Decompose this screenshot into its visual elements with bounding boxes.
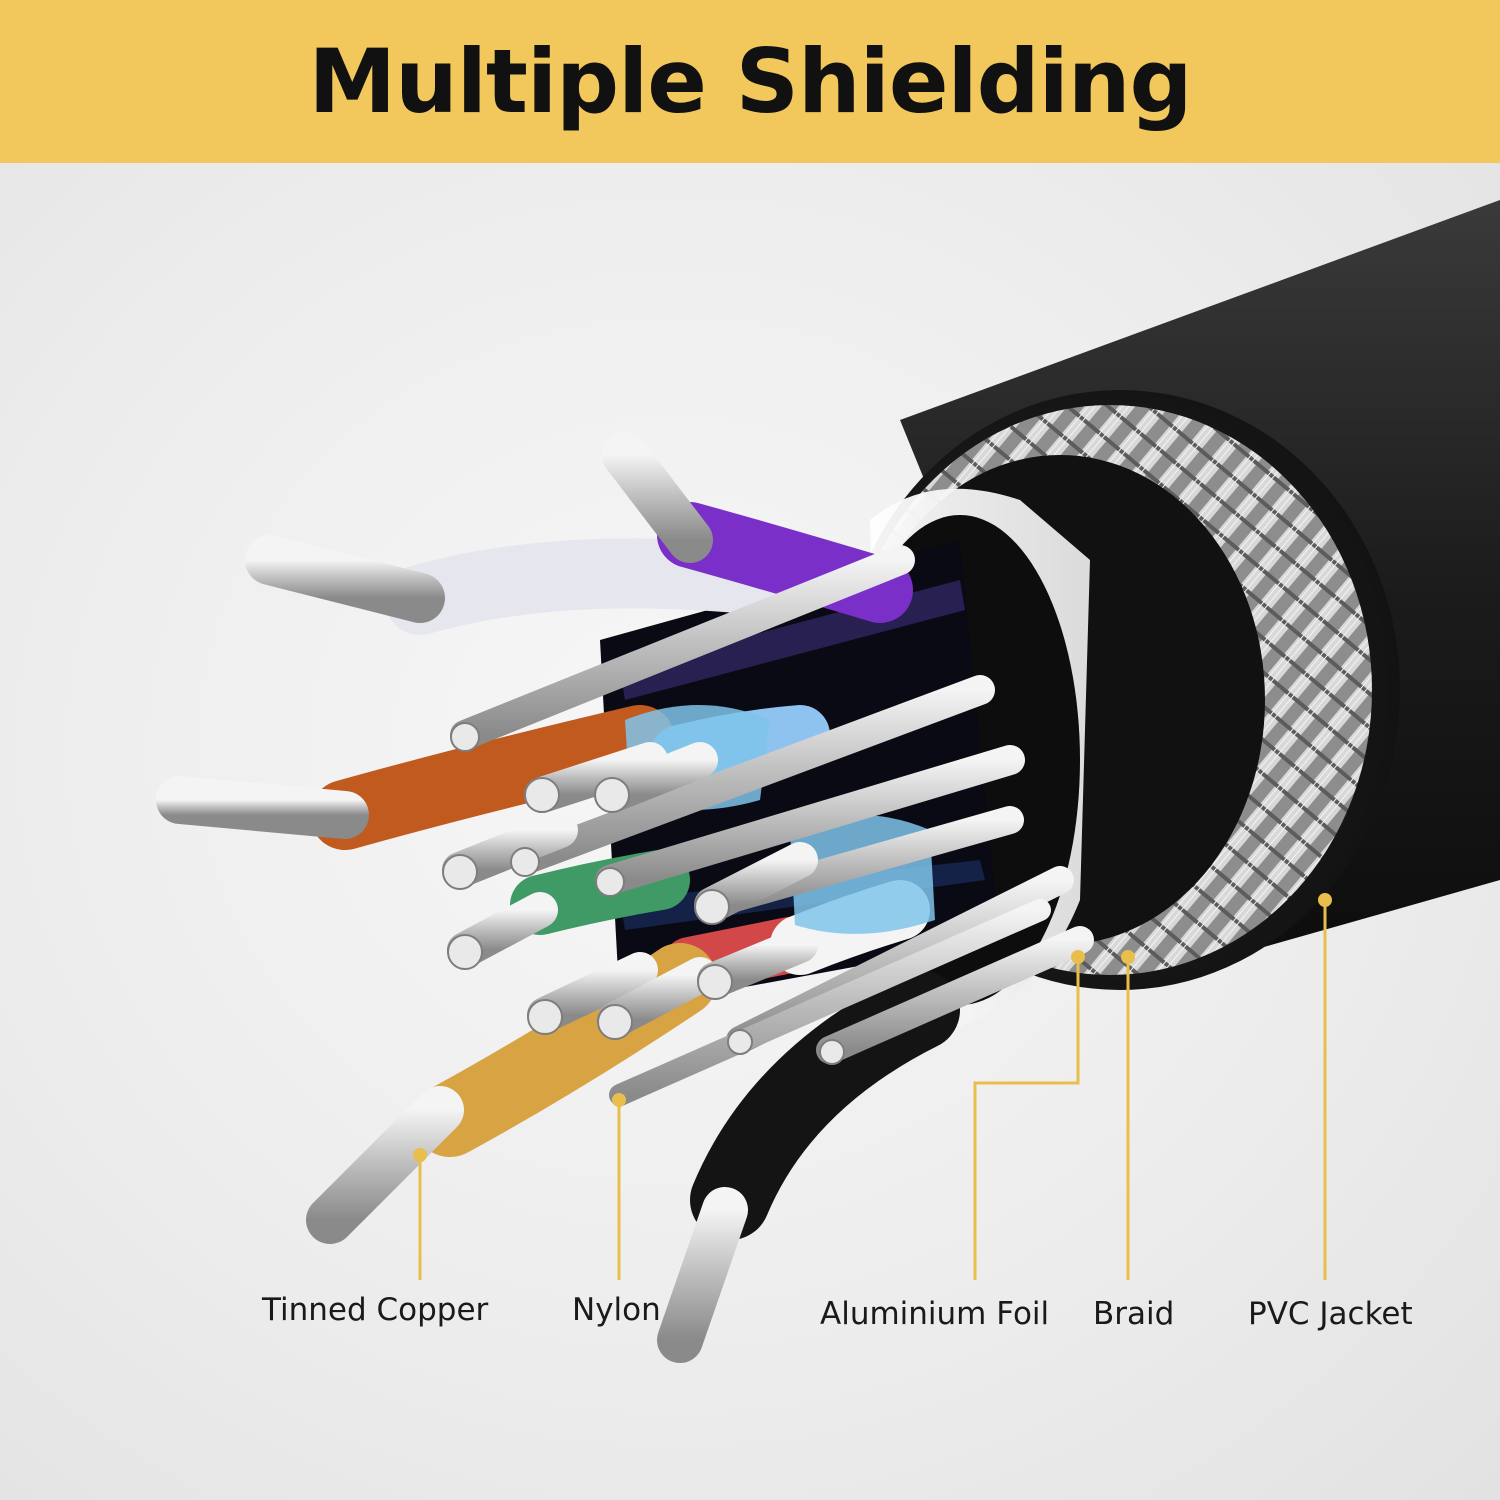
title-banner: Multiple Shielding [0, 0, 1500, 163]
cable-cross-section-illustration [156, 200, 1500, 1363]
leader-dots [413, 893, 1332, 1162]
page-title: Multiple Shielding [308, 30, 1193, 133]
label-nylon: Nylon [572, 1292, 661, 1328]
label-tinned-copper: Tinned Copper [262, 1292, 489, 1328]
label-pvc-jacket: PVC Jacket [1248, 1296, 1413, 1332]
leader-lines [418, 900, 1327, 1280]
label-aluminium-foil: Aluminium Foil [820, 1296, 1050, 1332]
wire-end-caps [442, 722, 845, 1065]
label-braid: Braid [1093, 1296, 1175, 1332]
